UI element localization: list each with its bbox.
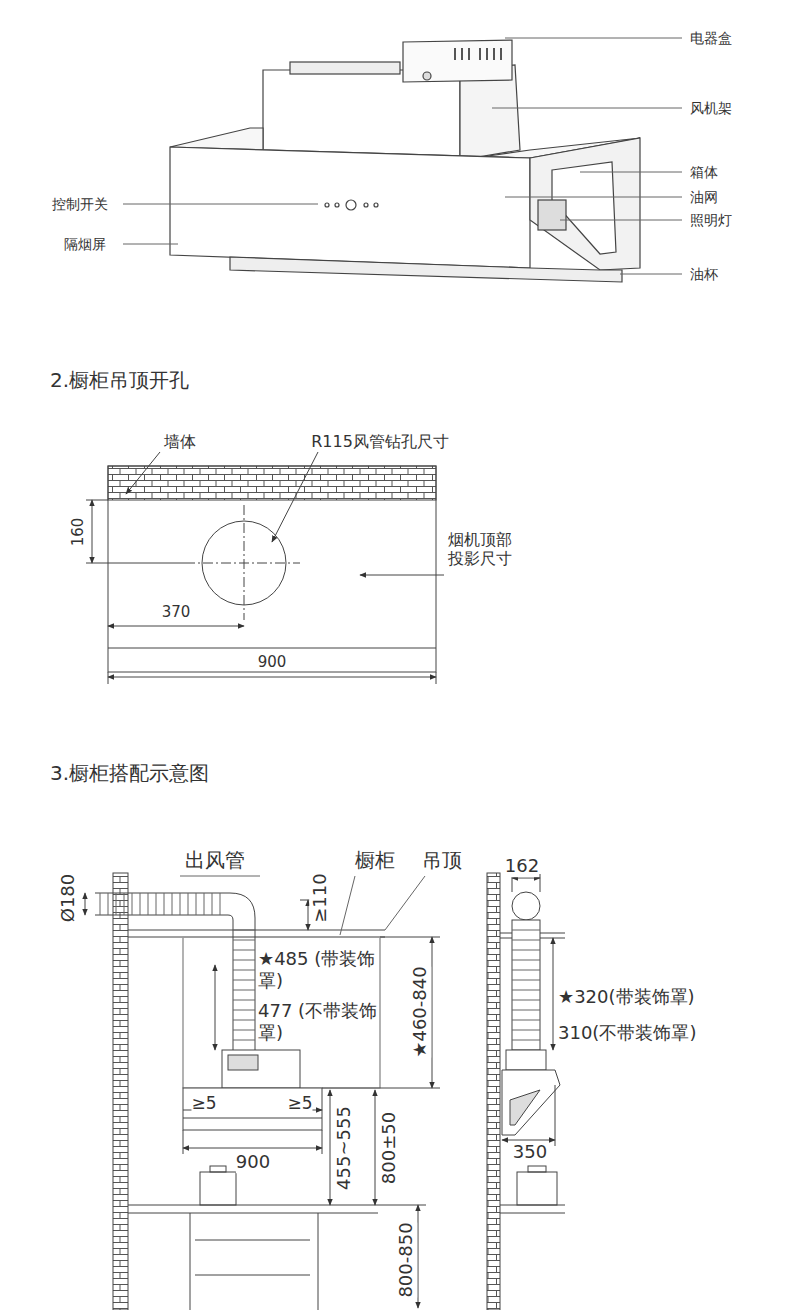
part-name: 风机架 — [690, 100, 732, 117]
dimension: 900 — [236, 1151, 270, 1173]
dimension: 162 — [505, 855, 539, 877]
part-name: 油网 — [690, 189, 718, 206]
dimension: 800±50 — [378, 1112, 400, 1184]
part-name: 隔烟屏 — [64, 236, 106, 253]
dimension: ≥5 — [191, 1093, 216, 1113]
dimension: 310(不带装饰罩) — [558, 1022, 696, 1044]
section-heading: 2.橱柜吊顶开孔 — [50, 368, 189, 392]
dimension: 900 — [258, 653, 287, 671]
dimension: 160 — [69, 518, 87, 547]
dimension: 477 (不带装饰罩) — [258, 1000, 398, 1043]
dimension: ★460-840 — [409, 966, 431, 1057]
callout-label: 烟机顶部 投影尺寸 — [448, 530, 522, 568]
dimension: 370 — [162, 603, 191, 621]
dimension: 350 — [513, 1141, 547, 1163]
dimension: Ø180 — [57, 874, 79, 923]
hood-product — [170, 40, 640, 282]
part-name: 出风管 — [185, 848, 245, 872]
part-name: 控制开关 — [52, 196, 108, 213]
side-view — [487, 873, 565, 1310]
front-view — [85, 873, 440, 1310]
dimension: 455~555 — [333, 1106, 355, 1190]
dimension: 800-850 — [395, 1222, 417, 1297]
dimension: ≥5 — [287, 1093, 312, 1113]
leader-lines — [123, 38, 682, 274]
section-heading: 3.橱柜搭配示意图 — [50, 761, 209, 785]
dimension: ≥110 — [309, 873, 331, 922]
part-name: 墙体 — [164, 432, 196, 451]
part-name: 吊顶 — [422, 848, 462, 872]
dimension: ★485 (带装饰罩) — [258, 948, 390, 991]
dimension: ★320(带装饰罩) — [558, 986, 695, 1008]
callout-label: R115风管钻孔尺寸 — [311, 432, 449, 451]
ceiling-plan — [86, 452, 444, 684]
part-name: 照明灯 — [690, 212, 732, 229]
part-name: 橱柜 — [355, 848, 395, 872]
part-name: 箱体 — [690, 164, 718, 181]
part-name: 油杯 — [690, 266, 718, 283]
part-name: 电器盒 — [690, 30, 732, 47]
